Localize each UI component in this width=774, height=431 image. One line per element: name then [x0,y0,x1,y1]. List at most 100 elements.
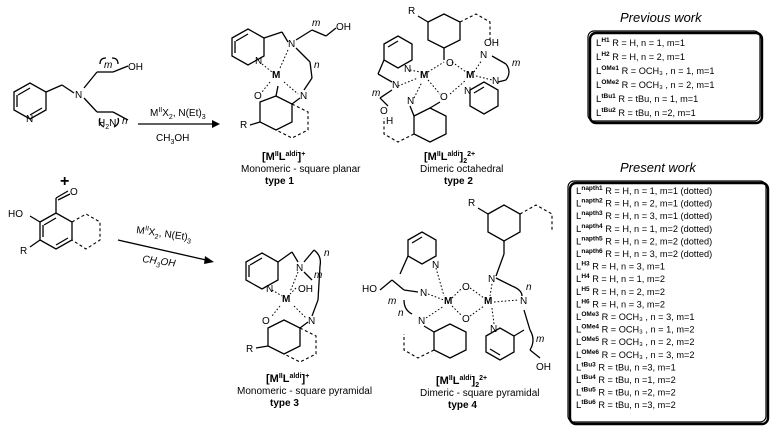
t3-type: type 3 [270,398,299,409]
present_work-item: Lnapth3 R = H, n = 3, m=1 (dotted) [576,210,712,222]
t2-n-py-top: N [404,64,411,75]
t4-ho-label: HO [362,284,377,295]
t4-o-top: O [462,282,470,293]
present_work-item: Lnapth6 R = H, n = 3, m=2 (dotted) [576,248,712,260]
complex-type-1: m OH n N N M O N R [MIILaldi]+ Monomeric… [231,18,361,187]
t1-index-m: m [312,18,320,29]
index-m-label: m [104,60,112,71]
present_work-item: LOMe6 R = OCH₃ , n = 3, m=2 [576,349,694,361]
t2-index-m-right: m [512,58,520,69]
amine-h2n-label: H2N [98,118,116,131]
previous_work-item: LtBu2 R = tBu, n =2, m=1 [596,107,696,119]
t1-metal: M [272,70,280,81]
oh-label: OH [128,62,143,73]
amine-precursor: N N m OH n H2N [13,57,143,131]
phenol-ho-label: HO [8,209,23,220]
t1-index-n: n [314,60,320,71]
t3-n-amine: N [296,263,303,274]
t1-n-imine: N [300,91,307,102]
aldehyde-o-label: O [70,187,78,198]
reaction-arrow-bottom: MIIX2, N(Et)3 CH3OH [117,224,214,272]
t3-desc: Monomeric - square pyramidal [237,386,372,397]
t2-o-bottom: O [440,92,448,103]
t2-o-top: O [446,58,454,69]
t1-r-label: R [240,120,247,131]
present_work-item: Lnapth5 R = H, n = 2, m=2 (dotted) [576,235,712,247]
reagent-bottom-line1: MIIX2, N(Et)3 [135,224,192,246]
present_work-item: LtBu4 R = tBu, n =1, m=2 [576,374,676,386]
t1-desc: Monomeric - square planar [241,164,361,175]
previous_work-item: LOMe2 R = OCH₃ , n = 2, m=1 [596,79,714,91]
present_work-item: LH5 R = H, n = 2, m=2 [576,286,665,298]
present-work-panel: Present work Lnapth1 R = H, n = 1, m=1 (… [567,160,770,426]
t4-n-py-bottom: N [490,324,497,335]
t2-oh-left: O [380,106,388,117]
t2-metal-left: M [420,70,428,81]
complex-type-4: R N HO m N n N M O M O N N N [362,198,553,411]
t3-n-imine: N [308,316,315,327]
previous_work-item: LH1 R = H, n = 1, m=1 [596,37,685,49]
t2-r-top: R [408,6,415,17]
complex-type-3: N n m OH N M O N R [MIILaldi]+ Monomeric… [237,248,372,409]
t4-index-m-right: m [536,334,544,345]
t3-formula: [MIILaldi]+ [266,373,309,385]
present_work-item: LOMe4 R = OCH₃ , n = 1, m=2 [576,324,694,336]
present_work-item: Lnapth2 R = H, n = 2, m=1 (dotted) [576,198,712,210]
t4-formula: [MIILaldi]22+ [436,375,487,389]
reagent-top-line2: CH3OH [156,133,189,146]
present_work-item: LH3 R = H, n = 3, m=1 [576,261,665,273]
t2-oh-right: OH [484,38,499,49]
present_work-item: LOMe5 R = OCH₃ , n = 2, m=2 [576,336,694,348]
t4-index-n-left: n [398,308,404,319]
plus-sign: + [60,173,69,190]
t3-n-py: N [266,284,273,295]
present_work-item: LH6 R = H, n = 3, m=2 [576,298,665,310]
t4-index-m-left: m [388,296,396,307]
present_work-item: LtBu6 R = tBu, n =3, m=2 [576,399,676,411]
complex-type-2: R N N O H m N M O M O N OH N m N [372,6,520,187]
amine-n-label: N [75,90,82,101]
t1-formula: [MIILaldi]+ [262,151,305,163]
t2-n-amine-right: N [492,76,499,87]
t2-n-amine-left: N [392,80,399,91]
t4-desc: Dimeric - square pyramidal [420,388,539,399]
previous-work-heading: Previous work [620,10,703,25]
t3-index-m: m [314,270,322,281]
t2-formula: [MIILaldi]22+ [424,151,475,165]
t2-n-imine-right: N [480,50,487,61]
t4-n-imine-left: N [418,316,425,327]
pyridine-n-label: N [26,114,33,125]
substituent-r-label: R [20,246,27,257]
t4-o-bottom: O [462,314,470,325]
t4-metal-right: M [484,296,492,307]
t3-r-label: R [246,344,253,355]
present_work-item: LtBu5 R = tBu, n =2, m=2 [576,387,676,399]
t2-type: type 2 [444,176,473,187]
t4-oh-right: OH [536,362,551,373]
present_work-item: LH4 R = H, n = 1, m=2 [576,273,665,285]
t2-h-left: H [386,116,393,127]
t4-index-n-right: n [526,282,532,293]
t3-oh-label: OH [298,284,313,295]
present_work-item: LOMe3 R = OCH₃ , n = 3, m=1 [576,311,694,323]
t2-n-imine-left: N [407,96,414,107]
reagent-bottom-line2: CH3OH [141,254,177,272]
t2-desc: Dimeric octahedral [420,164,503,175]
t1-n-py: N [255,56,262,67]
t4-n-amine-right: N [520,296,527,307]
reagent-top-line1: MIIX2, N(Et)3 [150,107,206,121]
previous_work-item: LtBu1 R = tBu, n = 1, m=1 [596,93,698,105]
t4-r-top: R [468,198,475,209]
t1-oh-label: OH [336,22,351,33]
reaction-arrow-top: MIIX2, N(Et)3 CH3OH [138,107,220,146]
present_work-item: Lnapth1 R = H, n = 1, m=1 (dotted) [576,185,712,197]
t4-type: type 4 [448,400,477,411]
t1-o-label: O [254,91,262,102]
previous_work-item: LOMe1 R = OCH₃ , n = 1, m=1 [596,65,714,77]
t4-n-imine-right: N [488,274,495,285]
t3-o-label: O [262,316,270,327]
t4-n-py-top: N [432,260,439,271]
present-work-heading: Present work [620,160,697,175]
